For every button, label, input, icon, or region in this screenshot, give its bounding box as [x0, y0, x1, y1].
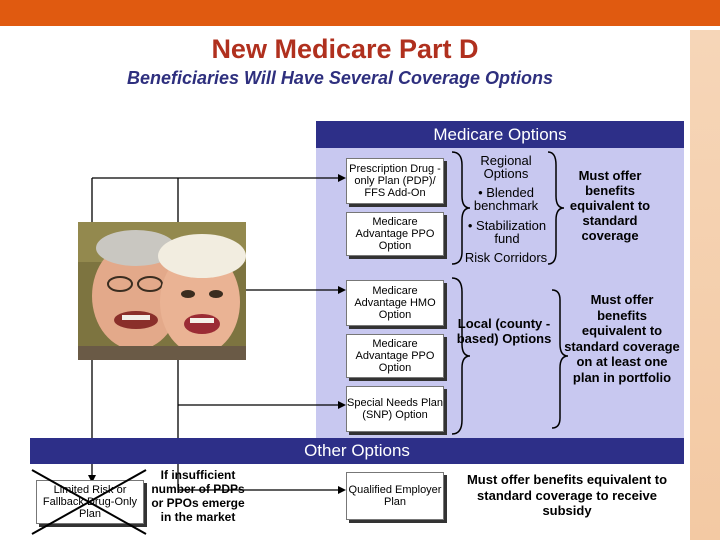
seniors-photo — [78, 222, 246, 360]
regional-ppo-box: Medicare Advantage PPO Option — [346, 212, 444, 256]
local-options-label: Local (county -based) Options — [456, 316, 552, 346]
local-brace-right — [551, 289, 569, 429]
hmo-label: Medicare Advantage HMO Option — [354, 285, 436, 321]
local-ppo-label: Medicare Advantage PPO Option — [355, 338, 435, 374]
regional-brace-left — [451, 151, 471, 265]
employer-plan-box: Qualified Employer Plan — [346, 472, 444, 520]
regional-options-title: Regional Options — [480, 153, 532, 181]
slide-subtitle: Beneficiaries Will Have Several Coverage… — [126, 68, 553, 88]
slide-title: New Medicare Part D — [211, 34, 479, 64]
regional-bullet-benchmark: • Blended benchmark — [473, 185, 539, 213]
top-accent-bar — [0, 0, 720, 26]
local-ppo-box: Medicare Advantage PPO Option — [346, 334, 444, 378]
regional-brace-right — [547, 151, 565, 265]
side-accent-bar — [690, 30, 720, 540]
regional-requirement-note: Must offer benefits equivalent to standa… — [569, 168, 651, 243]
medicare-options-header: Medicare Options — [316, 121, 684, 148]
local-brace-left — [451, 277, 471, 435]
other-options-header: Other Options — [30, 438, 684, 464]
pdp-box: Prescription Drug -only Plan (PDP)/ FFS … — [346, 158, 444, 204]
snp-box: Special Needs Plan (SNP) Option — [346, 386, 444, 432]
crossed-out-x-icon — [31, 469, 147, 535]
hmo-box: Medicare Advantage HMO Option — [346, 280, 444, 326]
employer-requirement-note: Must offer benefits equivalent to standa… — [466, 472, 668, 518]
fallback-plan-box: Limited Risk or Fallback Drug-Only Plan — [36, 480, 144, 524]
snp-label: Special Needs Plan (SNP) Option — [347, 397, 444, 421]
local-requirement-note: Must offer benefits equivalent to standa… — [564, 292, 680, 385]
fallback-note: If insufficient number of PDPs or PPOs e… — [151, 468, 245, 524]
regional-ppo-label: Medicare Advantage PPO Option — [355, 216, 435, 252]
regional-risk-corridors: Risk Corridors — [464, 250, 548, 265]
employer-plan-label: Qualified Employer Plan — [348, 484, 442, 508]
pdp-label: Prescription Drug -only Plan (PDP)/ FFS … — [349, 163, 441, 199]
regional-bullet-stabilization: • Stabilization fund — [467, 218, 547, 246]
